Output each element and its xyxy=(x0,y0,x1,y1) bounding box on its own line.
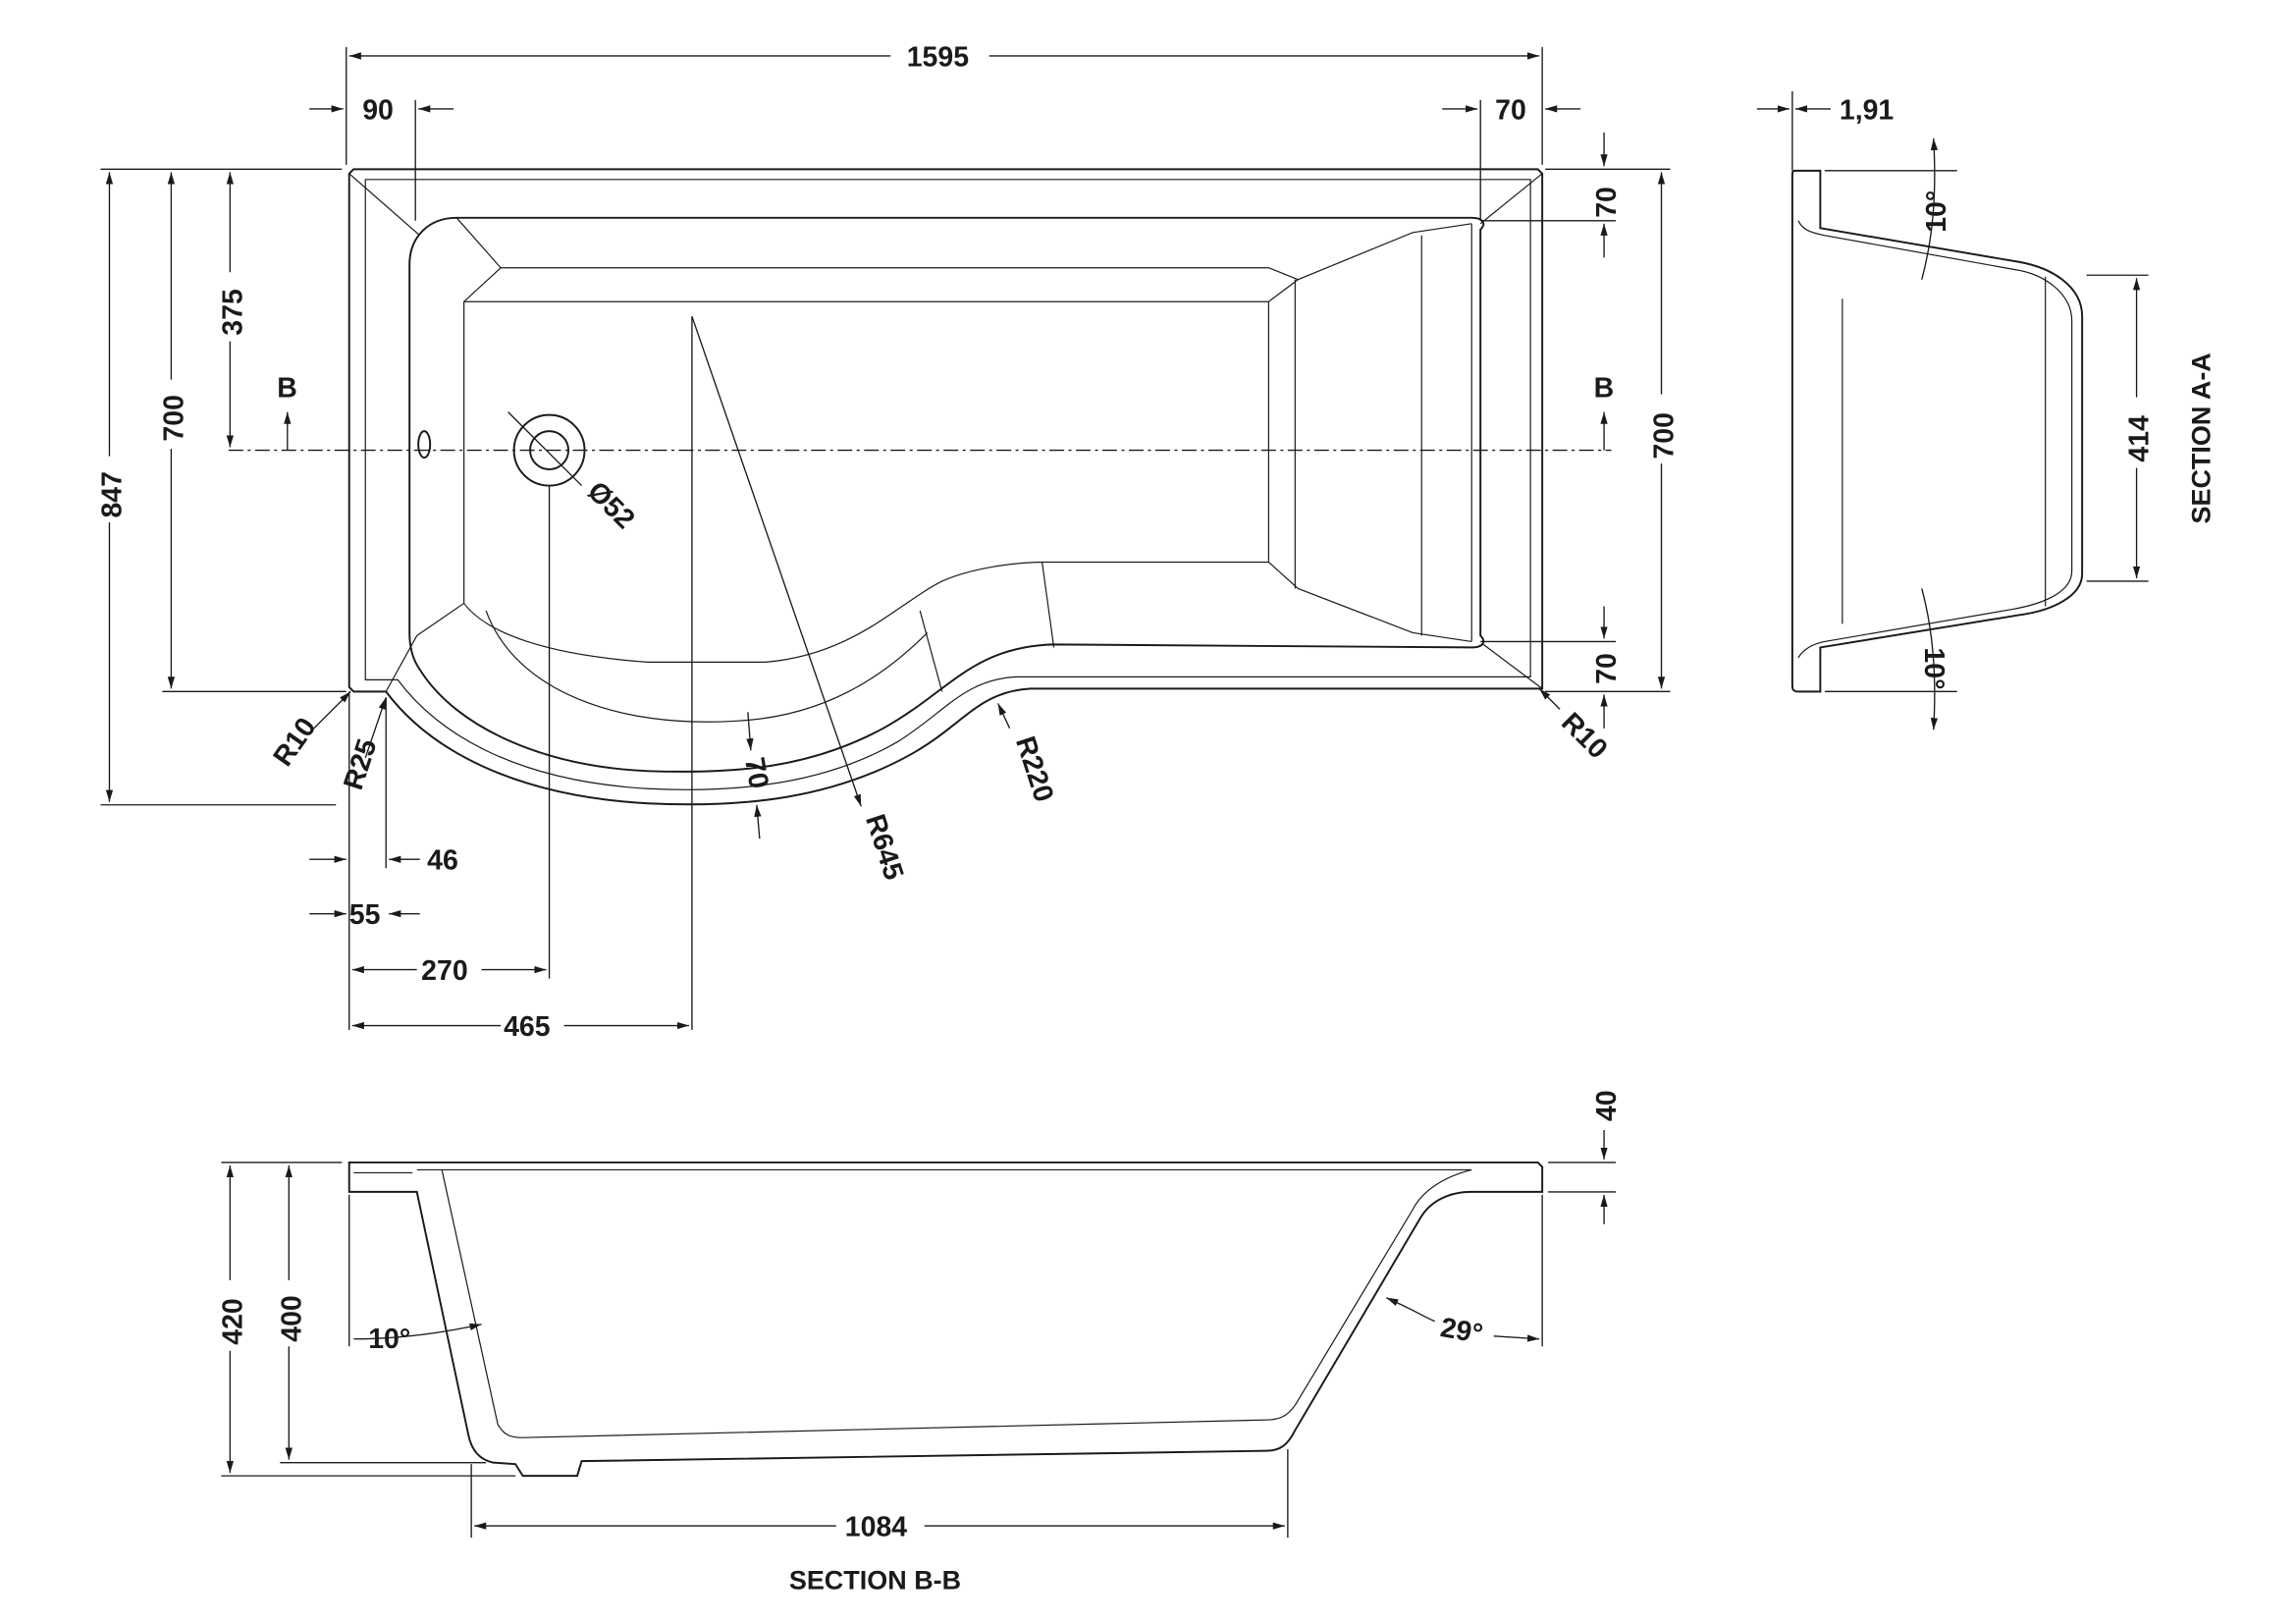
dim-wall-thickness: 1,91 xyxy=(1840,94,1895,126)
dim-floor-width: 414 xyxy=(2124,415,2156,462)
section-b-inner xyxy=(353,1168,1472,1438)
section-a-inner xyxy=(1797,220,2073,659)
section-mark-right: B xyxy=(1594,373,1615,405)
bowl-floor-edge xyxy=(463,223,1472,642)
overflow-icon xyxy=(417,430,432,460)
dim-curve-center: 465 xyxy=(504,1011,551,1043)
dim-waste-diameter: Ø52 xyxy=(581,475,641,535)
dim-waste-position: 270 xyxy=(421,955,468,987)
dim-rim-bottom-right: 70 xyxy=(1591,653,1623,684)
dim-floor-length: 1084 xyxy=(845,1512,907,1543)
dim-overall-width: 847 xyxy=(96,471,128,518)
section-a-outline xyxy=(1790,169,2084,693)
dim-overall-length: 1595 xyxy=(907,41,969,73)
section-a-title: SECTION A-A xyxy=(2187,352,2216,523)
rim-inner-line xyxy=(364,179,1531,790)
bath-outer-outline xyxy=(347,168,1544,806)
dim-offset-55: 55 xyxy=(349,899,381,931)
dim-offset-46: 46 xyxy=(427,845,458,877)
dim-rim-top-right: 70 xyxy=(1591,187,1623,218)
section-mark-left: B xyxy=(277,373,297,405)
dim-left-rim: 90 xyxy=(362,94,394,126)
dim-curve-rim: 70 xyxy=(738,755,774,791)
dim-right-rim: 70 xyxy=(1495,94,1526,126)
section-b-title: SECTION B-B xyxy=(789,1566,961,1596)
section-a-view: 1,91 10° 10° 414 SECTION A-A xyxy=(1756,90,2216,730)
dim-radius-left-corner: R10 xyxy=(267,712,322,772)
dim-angle-right: 29° xyxy=(1438,1312,1485,1350)
section-b-view: 420 400 40 10° 29° 1084 SECTION B-B xyxy=(217,1090,1623,1595)
dim-inner-width-right: 700 xyxy=(1649,412,1681,460)
dim-inner-depth: 400 xyxy=(276,1295,307,1342)
dim-waste-offset: 375 xyxy=(217,289,248,336)
corner-lines xyxy=(348,173,1543,692)
dim-inner-width-left: 700 xyxy=(158,395,189,442)
dim-overall-depth: 420 xyxy=(217,1298,248,1345)
dim-angle-bottom: 10° xyxy=(1918,647,1949,689)
dim-angle-top: 10° xyxy=(1921,190,1952,233)
dim-radius-main-curve: R645 xyxy=(859,811,910,885)
dim-radius-right-corner: R10 xyxy=(1555,707,1614,766)
bowl-inner-edge xyxy=(463,223,1472,663)
dim-radius-transition: R220 xyxy=(1009,732,1059,806)
dim-radius-curve-start: R25 xyxy=(338,735,384,794)
dim-angle-left: 10° xyxy=(368,1324,410,1355)
curve-segments xyxy=(485,562,1055,723)
dim-rim-height: 40 xyxy=(1591,1090,1623,1121)
plan-view: B B 1595 90 70 847 700 375 xyxy=(96,41,1680,1043)
section-b-outline xyxy=(347,1161,1544,1478)
